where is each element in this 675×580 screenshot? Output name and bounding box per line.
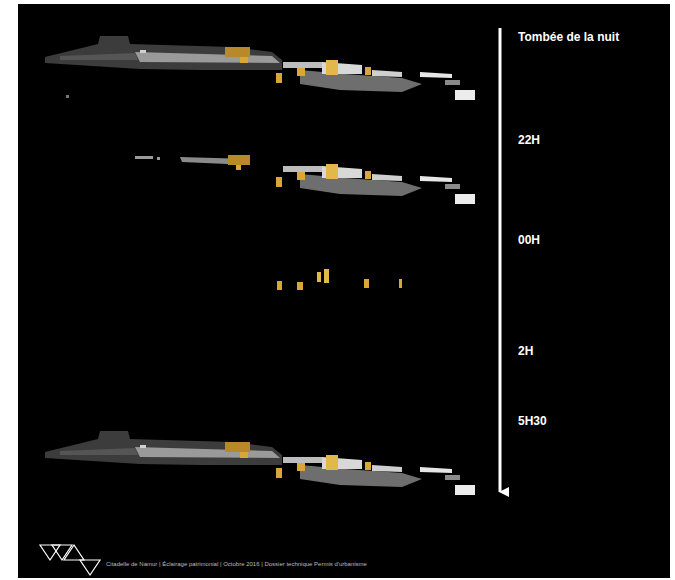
time-arrow [499,28,502,492]
logo [40,545,100,575]
hour-label: 2H [518,344,533,358]
time-label: Tombée de la nuit [518,30,619,44]
hour-label: 22H [518,133,540,147]
footer-caption: Citadelle de Namur | Éclairage patrimoni… [106,561,367,568]
hour-label: 00H [518,233,540,247]
hour-label: 5H30 [518,414,547,428]
